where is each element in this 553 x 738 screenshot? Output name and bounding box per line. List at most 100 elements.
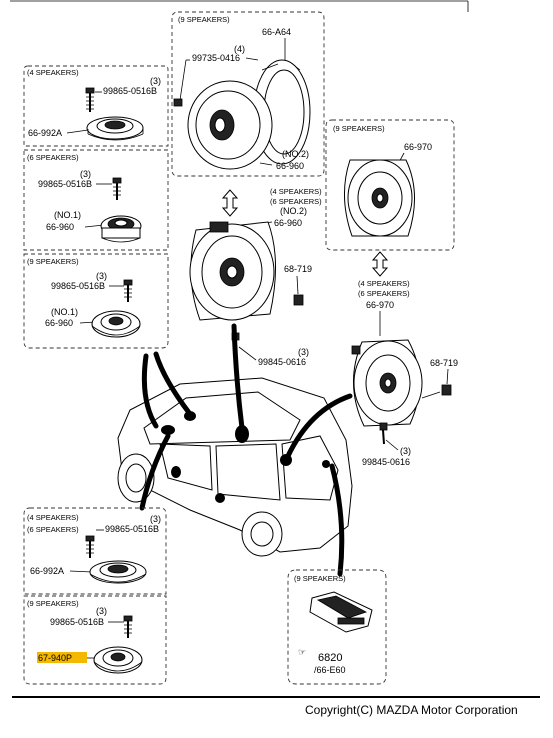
no-label: (NO.1) — [54, 210, 81, 220]
part-number-66-970: 66-970 — [366, 300, 394, 310]
header-4-speakers: (4 SPEAKERS) — [27, 68, 79, 77]
header-9-speakers: (9 SPEAKERS) — [27, 257, 79, 266]
interchange-arrow-icon — [371, 251, 389, 277]
screw-icon — [173, 98, 183, 107]
screw-part-number: 99865-0516B — [51, 281, 105, 291]
box-4-speakers-upper — [23, 65, 169, 147]
location-leader — [231, 323, 245, 431]
qty-label: (4) — [234, 44, 245, 54]
header-6-speakers: (6 SPEAKERS) — [358, 289, 410, 298]
speaker-location-dot — [235, 425, 249, 443]
box-4-6-speakers-lower — [23, 507, 167, 595]
speaker-location-dot — [322, 460, 330, 468]
screw-part-number: 99735-0416 — [192, 53, 240, 63]
group-lower-left: (4 SPEAKERS) (6 SPEAKERS) (3) 99865-0516… — [23, 507, 167, 685]
screw-icon — [123, 615, 133, 638]
header-6-speakers: (6 SPEAKERS) — [270, 197, 322, 206]
interchange-arrow-icon — [221, 189, 239, 217]
part-number-66-960: 66-960 — [276, 161, 304, 171]
header-9-speakers: (9 SPEAKERS) — [294, 574, 346, 583]
location-leader — [141, 353, 159, 429]
header-9-speakers: (9 SPEAKERS) — [27, 599, 79, 608]
vehicle-illustration — [117, 323, 353, 577]
leader-line — [259, 162, 273, 166]
qty-label: (3) — [96, 606, 107, 616]
speaker-icon — [189, 221, 276, 321]
amplifier-icon — [309, 591, 373, 633]
leader-line — [179, 59, 187, 101]
box-9-speakers-upper — [23, 253, 169, 349]
screw-part-number: 99845-0616 — [258, 357, 306, 367]
group-right-9: (9 SPEAKERS) 66-970 — [325, 119, 455, 251]
leader-line — [446, 368, 449, 385]
location-leader — [139, 433, 171, 511]
clip-icon — [421, 384, 452, 399]
screw-icon — [123, 279, 133, 302]
rear-window — [215, 443, 281, 501]
leader-line — [238, 346, 257, 361]
highlight-marker — [37, 652, 87, 663]
part-number-66-970: 66-970 — [404, 142, 432, 152]
part-number-66-992a: 66-992A — [28, 128, 62, 138]
part-number-66-992a: 66-992A — [30, 566, 64, 576]
part-number-66-960: 66-960 — [274, 218, 302, 228]
clip-icon — [293, 294, 304, 306]
group-lower-right: (9 SPEAKERS) ☞ 6820 /66-E60 — [287, 569, 387, 685]
screw-icon — [85, 535, 95, 558]
front-window — [159, 443, 213, 491]
part-number-68-719: 68-719 — [284, 264, 312, 274]
group-top-center: (9 SPEAKERS) 66-A64 (4) 99735-0416 (NO.2… — [171, 11, 325, 177]
header-9-speakers: (9 SPEAKERS) — [333, 124, 385, 133]
screw-part-number: 99865-0516B — [50, 617, 104, 627]
group-middle-center: (4 SPEAKERS) (6 SPEAKERS) (NO.2) 66-960 … — [189, 187, 322, 367]
location-leader — [329, 463, 345, 577]
no-label: (NO.1) — [51, 307, 78, 317]
screw-icon — [379, 422, 388, 445]
tweeter-icon — [100, 215, 142, 243]
box-9-speakers-lower — [23, 595, 167, 685]
part-number-66-960: 66-960 — [45, 318, 73, 328]
speaker-location-dot — [171, 466, 181, 478]
header-4-speakers: (4 SPEAKERS) — [270, 187, 322, 196]
part-number-68-719: 68-719 — [430, 358, 458, 368]
speaker-icon — [351, 339, 423, 427]
no-label: (NO.2) — [280, 206, 307, 216]
connector-arrow-icon: ☞ — [298, 647, 306, 657]
leader-line — [69, 570, 93, 573]
part-number-67-940p: 67-940P — [38, 653, 72, 663]
leader-line — [385, 439, 399, 451]
speaker-icon — [343, 159, 416, 237]
qty-label: (3) — [96, 271, 107, 281]
tweeter-icon — [89, 560, 147, 584]
speaker-icon — [187, 80, 273, 170]
header-4-speakers: (4 SPEAKERS) — [27, 513, 79, 522]
part-number-66-e60: /66-E60 — [314, 665, 346, 675]
qty-label: (3) — [80, 169, 91, 179]
header-4-speakers: (4 SPEAKERS) — [358, 279, 410, 288]
leader-line — [66, 129, 89, 134]
qty-label: (3) — [400, 446, 411, 456]
group-upper-left: (4 SPEAKERS) (3) 99865-0516B 66-992A (6 … — [23, 65, 169, 349]
tweeter-icon — [86, 116, 144, 141]
part-number-6820: 6820 — [318, 652, 342, 664]
tweeter-icon — [91, 310, 141, 338]
screw-part-number: 99865-0516B — [38, 179, 92, 189]
screw-part-number: 99845-0616 — [362, 457, 410, 467]
qty-label: (3) — [150, 514, 161, 524]
location-leader — [285, 393, 353, 459]
copyright-notice: Copyright(C) MAZDA Motor Corporation — [305, 703, 518, 717]
leader-line — [296, 275, 299, 295]
group-right-middle: (4 SPEAKERS) (6 SPEAKERS) 66-970 68-719 … — [351, 279, 458, 467]
speaker-location-dot — [215, 493, 225, 503]
screw-icon — [85, 87, 95, 112]
speaker-location-dot — [161, 425, 175, 435]
tweeter-icon — [93, 646, 143, 674]
header-6-speakers: (6 SPEAKERS) — [27, 525, 79, 534]
header-9-speakers: (9 SPEAKERS) — [178, 15, 230, 24]
screw-part-number: 99865-0516B — [103, 86, 157, 96]
screw-icon — [112, 177, 122, 200]
part-number-66-a64: 66-A64 — [262, 27, 291, 37]
no-label: (NO.2) — [282, 149, 309, 159]
box-9-speakers-top — [171, 11, 325, 177]
